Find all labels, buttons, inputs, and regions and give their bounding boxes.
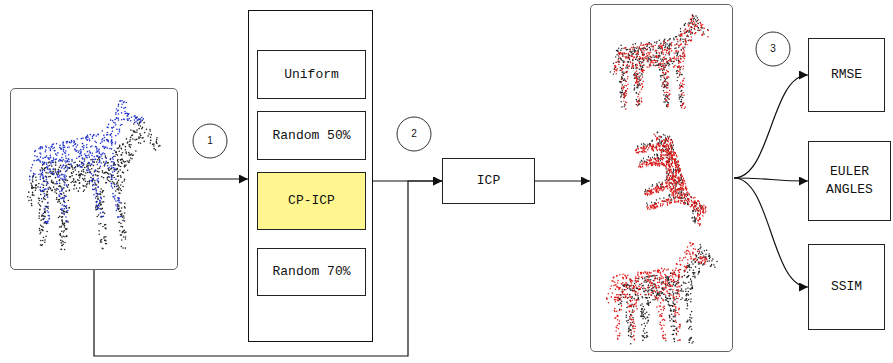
- step-circle: [756, 32, 790, 66]
- callout-number: 3: [756, 32, 790, 66]
- input-cloud-panel: [10, 88, 178, 270]
- point-cloud: [634, 126, 704, 231]
- metric-box: EULER ANGLES: [808, 141, 891, 221]
- box-label: SSIM: [825, 276, 868, 298]
- method-box: Random 50%: [257, 111, 366, 160]
- box-label: Random 70%: [266, 261, 356, 283]
- step-circle: [397, 117, 431, 151]
- result-cloud-panel: [590, 4, 733, 352]
- connector-arrow: [734, 75, 808, 178]
- step-circles: [193, 32, 790, 158]
- box-label: ICP: [471, 170, 506, 192]
- point-cloud-illustrations: [22, 14, 718, 345]
- point-cloud: [606, 242, 708, 341]
- process-box: ICP: [442, 158, 535, 204]
- box-label: RMSE: [825, 64, 868, 86]
- connector-arrow: [734, 178, 808, 287]
- sampling-group: UniformRandom 50% CP-ICP Random 70%: [248, 10, 373, 342]
- method-box: Uniform: [257, 50, 366, 99]
- point-cloud: [27, 117, 161, 251]
- box-label: Random 50%: [266, 125, 356, 147]
- box-label: Uniform: [278, 64, 345, 86]
- callout-number: 1: [193, 124, 227, 158]
- connector-arrow: [535, 180, 590, 181]
- connector-arrow: [178, 178, 248, 179]
- point-cloud: [618, 244, 718, 345]
- method-box: Random 70%: [257, 248, 366, 296]
- point-cloud: [614, 14, 709, 110]
- method-box-highlight: CP-ICP: [257, 172, 366, 230]
- step-circle: [193, 124, 227, 158]
- box-label: EULER ANGLES: [809, 161, 890, 200]
- metric-box: SSIM: [808, 244, 885, 330]
- callout-number: 2: [397, 117, 431, 151]
- connector-arrow: [734, 178, 808, 181]
- metric-box: RMSE: [808, 38, 885, 112]
- box-label: CP-ICP: [282, 190, 341, 212]
- point-cloud: [22, 98, 154, 227]
- point-cloud: [610, 15, 709, 108]
- point-cloud: [632, 126, 710, 236]
- connectors: [94, 75, 808, 356]
